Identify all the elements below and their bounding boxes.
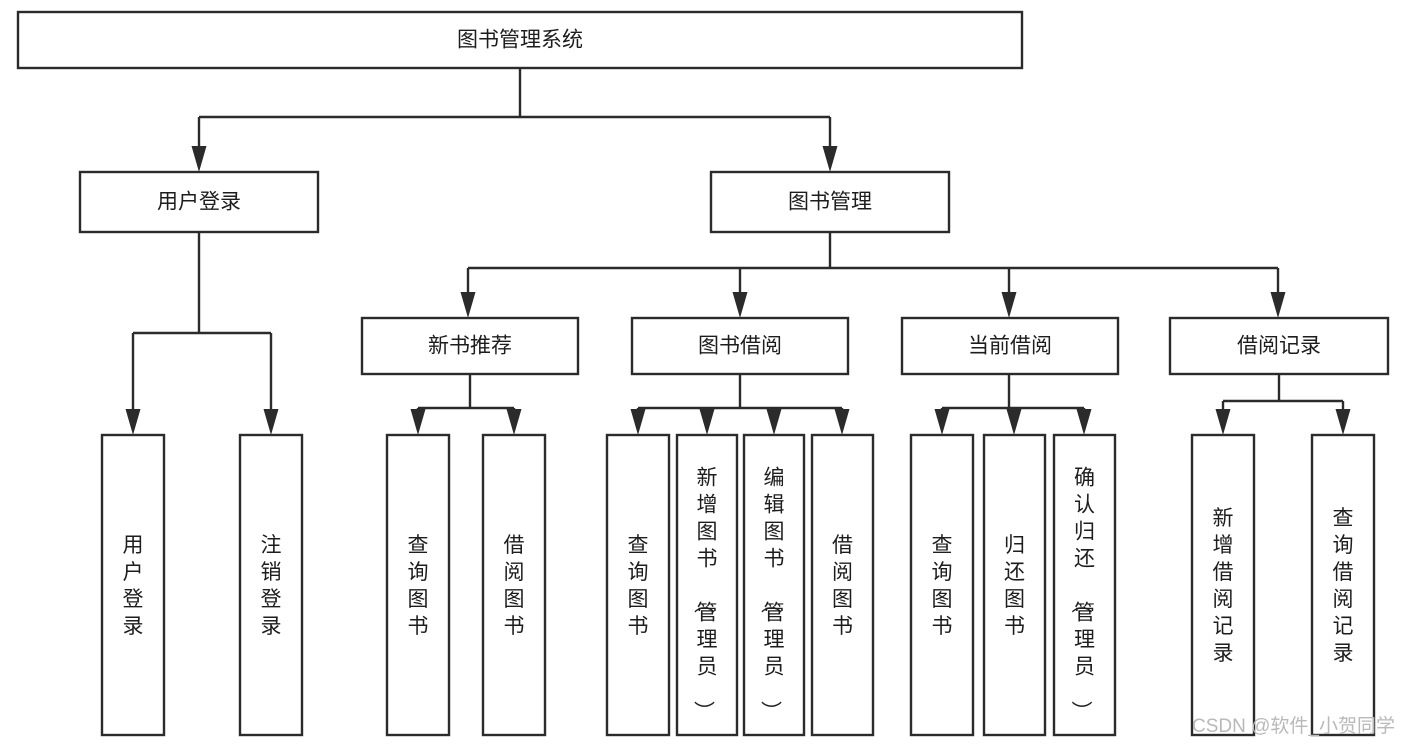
node-level2-0-label: 用户登录 — [157, 191, 241, 214]
node-leaf-6[interactable]: 编辑图书（管理员） — [742, 433, 806, 737]
node-leaf-3-box[interactable] — [481, 433, 547, 737]
node-level3-3-label: 借阅记录 — [1237, 335, 1321, 358]
node-level2-0[interactable]: 用户登录 — [78, 170, 320, 234]
node-leaf-1-box[interactable] — [238, 433, 304, 737]
node-leaf-7-label: 借阅图书 — [832, 534, 853, 638]
node-leaf-0-box[interactable] — [100, 433, 166, 737]
group-1-drop-0-head — [630, 409, 646, 435]
node-leaf-5[interactable]: 新增图书（管理员） — [675, 433, 739, 737]
node-leaf-7-box[interactable] — [810, 433, 875, 737]
node-leaf-11[interactable]: 新增借阅记录 — [1190, 433, 1256, 737]
group-0-drop-0-head — [410, 409, 426, 435]
node-leaf-8-label: 查询图书 — [932, 534, 953, 638]
node-level2-1-label: 图书管理 — [788, 191, 872, 214]
node-leaf-1[interactable]: 注销登录 — [238, 433, 304, 737]
node-level3-0-box[interactable] — [360, 316, 580, 376]
node-level2-0-box[interactable] — [78, 170, 320, 234]
root-drop-1-head — [822, 146, 838, 172]
node-level3-2-label: 当前借阅 — [968, 335, 1052, 358]
node-leaf-5-box[interactable] — [675, 433, 739, 737]
csdn-watermark: CSDN @软件_小贺同学 — [1192, 715, 1395, 737]
node-level3-1[interactable]: 图书借阅 — [630, 316, 850, 376]
group-0-drop-1-head — [506, 409, 522, 435]
node-leaf-1-label: 注销登录 — [261, 534, 282, 638]
node-leaf-10-label: 确认归还（管理员） — [1069, 467, 1095, 722]
node-level2-1-box[interactable] — [709, 170, 951, 234]
group-1-drop-1-head — [699, 409, 715, 435]
node-leaf-3-label: 借阅图书 — [504, 534, 525, 638]
node-leaf-9-label: 归还图书 — [1004, 534, 1025, 638]
node-leaf-2-box[interactable] — [385, 433, 451, 737]
node-leaf-10-box[interactable] — [1052, 433, 1117, 737]
node-leaf-4-box[interactable] — [605, 433, 671, 737]
node-leaf-11-box[interactable] — [1190, 433, 1256, 737]
group-2-drop-0-head — [934, 409, 950, 435]
node-level3-1-box[interactable] — [630, 316, 850, 376]
connector-layer — [125, 68, 1351, 435]
node-leaf-12-box[interactable] — [1310, 433, 1376, 737]
manage-drop-0-head — [460, 292, 476, 318]
node-level3-0[interactable]: 新书推荐 — [360, 316, 580, 376]
node-level3-3-box[interactable] — [1168, 316, 1390, 376]
node-leaf-10[interactable]: 确认归还（管理员） — [1052, 433, 1117, 737]
node-leaf-0[interactable]: 用户登录 — [100, 433, 166, 737]
node-leaf-9[interactable]: 归还图书 — [982, 433, 1047, 737]
root-drop-0-head — [191, 146, 207, 172]
node-root-label: 图书管理系统 — [457, 29, 583, 52]
group-1-drop-3-head — [834, 409, 850, 435]
group-1-drop-2-head — [766, 409, 782, 435]
node-leaf-11-label: 新增借阅记录 — [1213, 507, 1234, 665]
node-leaf-9-box[interactable] — [982, 433, 1047, 737]
manage-drop-2-head — [1001, 292, 1017, 318]
node-leaf-2[interactable]: 查询图书 — [385, 433, 451, 737]
node-layer: 图书管理系统用户登录图书管理新书推荐图书借阅当前借阅借阅记录用户登录注销登录查询… — [16, 10, 1390, 737]
node-leaf-2-label: 查询图书 — [408, 534, 429, 638]
node-level2-1[interactable]: 图书管理 — [709, 170, 951, 234]
node-level3-0-label: 新书推荐 — [428, 335, 512, 358]
node-leaf-12-label: 查询借阅记录 — [1333, 507, 1354, 665]
manage-drop-3-head — [1270, 292, 1286, 318]
node-leaf-4-label: 查询图书 — [628, 534, 649, 638]
node-leaf-3[interactable]: 借阅图书 — [481, 433, 547, 737]
watermark-layer: CSDN @软件_小贺同学 — [1192, 715, 1395, 737]
node-level3-1-label: 图书借阅 — [698, 335, 782, 358]
group-3-drop-1-head — [1335, 409, 1351, 435]
node-root-box[interactable] — [16, 10, 1024, 70]
node-leaf-4[interactable]: 查询图书 — [605, 433, 671, 737]
node-leaf-5-label: 新增图书（管理员） — [692, 467, 718, 722]
login-drop-0-head — [125, 409, 141, 435]
node-leaf-8-box[interactable] — [909, 433, 975, 737]
manage-drop-1-head — [732, 292, 748, 318]
group-3-drop-0-head — [1215, 409, 1231, 435]
node-level3-2-box[interactable] — [900, 316, 1120, 376]
node-leaf-0-label: 用户登录 — [123, 534, 144, 638]
login-drop-1-head — [263, 409, 279, 435]
group-2-drop-2-head — [1076, 409, 1092, 435]
node-leaf-6-box[interactable] — [742, 433, 806, 737]
node-root[interactable]: 图书管理系统 — [16, 10, 1024, 70]
node-level3-2[interactable]: 当前借阅 — [900, 316, 1120, 376]
node-leaf-8[interactable]: 查询图书 — [909, 433, 975, 737]
node-level3-3[interactable]: 借阅记录 — [1168, 316, 1390, 376]
node-leaf-6-label: 编辑图书（管理员） — [759, 467, 785, 722]
node-leaf-12[interactable]: 查询借阅记录 — [1310, 433, 1376, 737]
node-leaf-7[interactable]: 借阅图书 — [810, 433, 875, 737]
group-2-drop-1-head — [1006, 409, 1022, 435]
